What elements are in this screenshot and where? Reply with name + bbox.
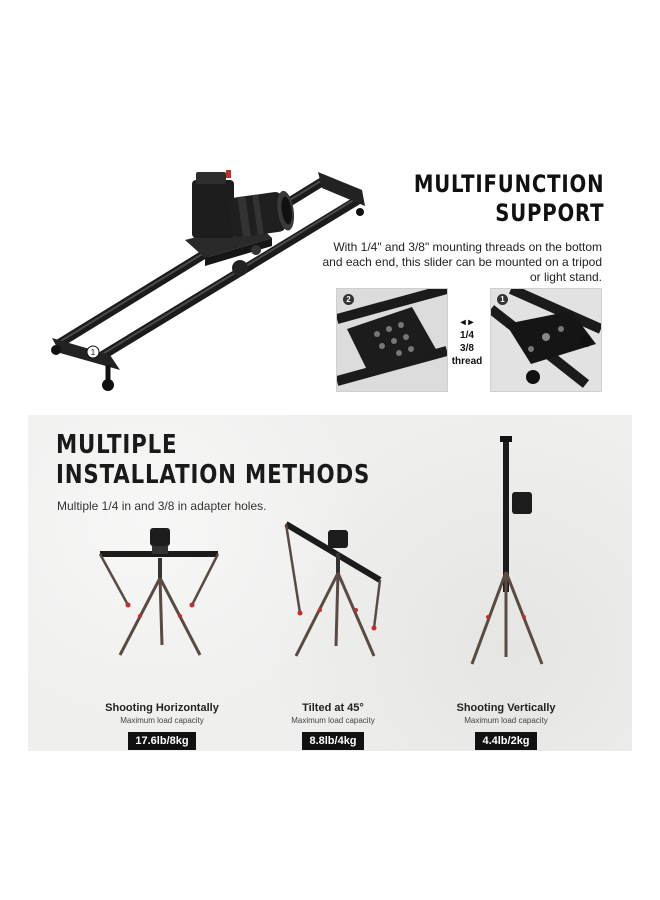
multifunction-description: With 1/4" and 3/8" mounting threads on t… [322, 240, 602, 284]
method-vertical-name: Shooting Vertically [456, 702, 556, 714]
method-horizontal-load-label: Maximum load capacity [120, 716, 204, 725]
method-tilted-name: Tilted at 45° [302, 702, 364, 714]
bottom-plate-illustration [337, 289, 447, 391]
method-horizontal-name: Shooting Horizontally [105, 702, 219, 714]
method-vertical-capacity-badge: 4.4lb/2kg [475, 732, 537, 750]
installation-title: MULTIPLE INSTALLATION METHODS [56, 430, 370, 490]
method-tilted-caption: Tilted at 45° Maximum load capacity 8.8l… [253, 701, 413, 750]
installation-title-line1: MULTIPLE [56, 430, 178, 460]
detail-badge-2: 2 [343, 294, 354, 305]
horizontal-mount-illustration [98, 528, 220, 656]
end-plate-illustration [491, 289, 601, 391]
method-horizontal-capacity-badge: 17.6lb/8kg [128, 732, 196, 750]
method-horizontal-caption: Shooting Horizontally Maximum load capac… [82, 701, 242, 750]
camera-slider-image: 1 [51, 170, 365, 391]
installation-panel [28, 415, 632, 751]
vertical-mount-illustration [470, 436, 544, 665]
method-tilted-capacity-badge: 8.8lb/4kg [302, 732, 364, 750]
installation-title-line2: INSTALLATION METHODS [56, 460, 371, 490]
end-plate-detail-image: 1 [490, 288, 602, 392]
thread-callout: ◂ ▸ 1/4 3/8 thread [446, 316, 488, 368]
tilted-mount-illustration [284, 521, 382, 657]
thread-arrows-icon: ◂ ▸ [460, 317, 474, 328]
multifunction-title-line2: SUPPORT [494, 199, 604, 227]
method-vertical-caption: Shooting Vertically Maximum load capacit… [426, 701, 586, 750]
thread-word: thread [451, 356, 483, 367]
multifunction-title-line1: MULTIFUNCTION [413, 170, 604, 198]
thread-size-three-eighth: 3/8 [460, 343, 474, 354]
slider-marker: 1 [91, 348, 96, 357]
bottom-plate-detail-image: 2 [336, 288, 448, 392]
multifunction-title: MULTIFUNCTION SUPPORT [413, 170, 604, 228]
installation-description: Multiple 1/4 in and 3/8 in adapter holes… [57, 499, 267, 513]
method-tilted-load-label: Maximum load capacity [291, 716, 375, 725]
thread-size-quarter: 1/4 [460, 330, 474, 341]
detail-badge-1: 1 [497, 294, 508, 305]
method-vertical-load-label: Maximum load capacity [464, 716, 548, 725]
